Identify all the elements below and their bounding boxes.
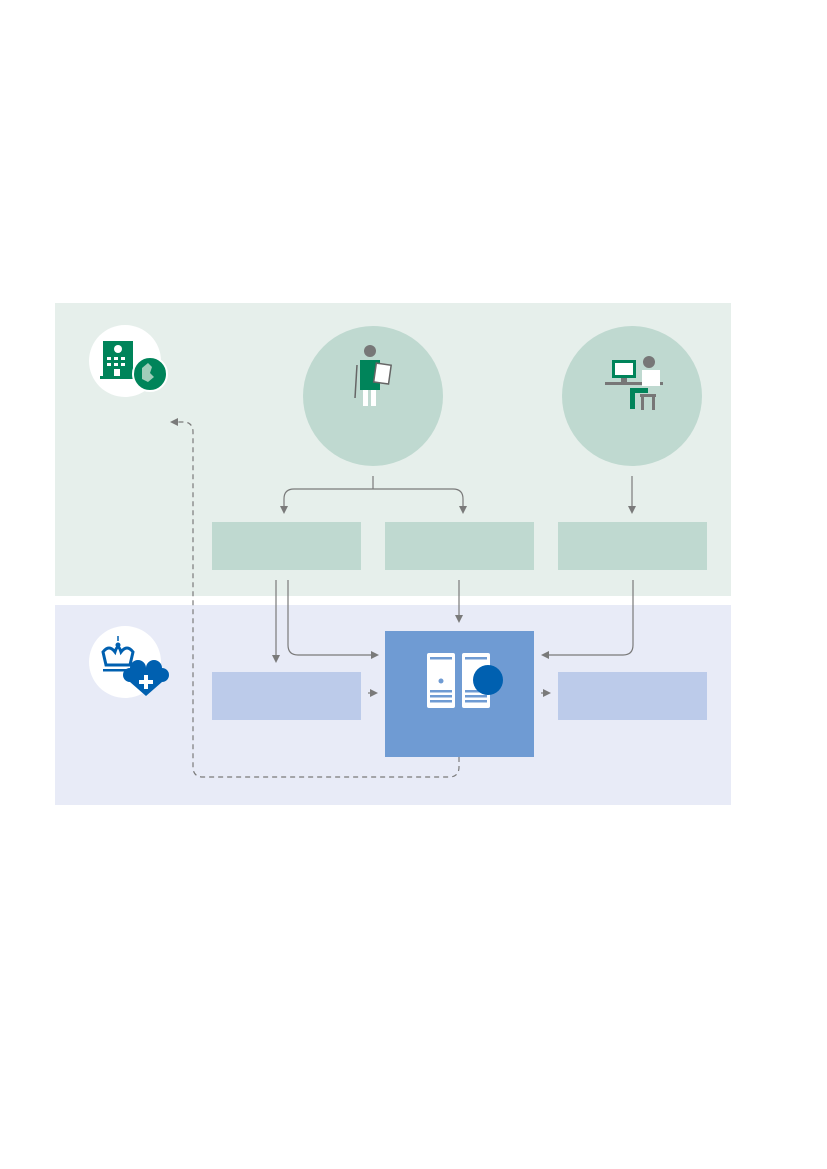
desk-worker-icon — [562, 326, 702, 466]
server-node — [385, 631, 534, 757]
regional-node-2 — [385, 522, 534, 570]
arrow-nurse-right — [373, 488, 467, 514]
hospital-region-icon — [89, 325, 168, 397]
arrow-nurse-split — [284, 476, 374, 512]
national-node-left — [212, 672, 361, 720]
national-node-right — [558, 672, 707, 720]
dashed-feedback-arrow — [170, 418, 460, 778]
regional-node-3 — [558, 522, 707, 570]
nurse-icon — [303, 326, 443, 466]
arrow-node3-server — [541, 580, 634, 659]
server-icon — [427, 653, 503, 708]
regional-node-1 — [212, 522, 361, 570]
arrows — [170, 418, 636, 778]
arrow-node1-server — [287, 580, 379, 659]
crown-heart-icon — [89, 626, 169, 698]
